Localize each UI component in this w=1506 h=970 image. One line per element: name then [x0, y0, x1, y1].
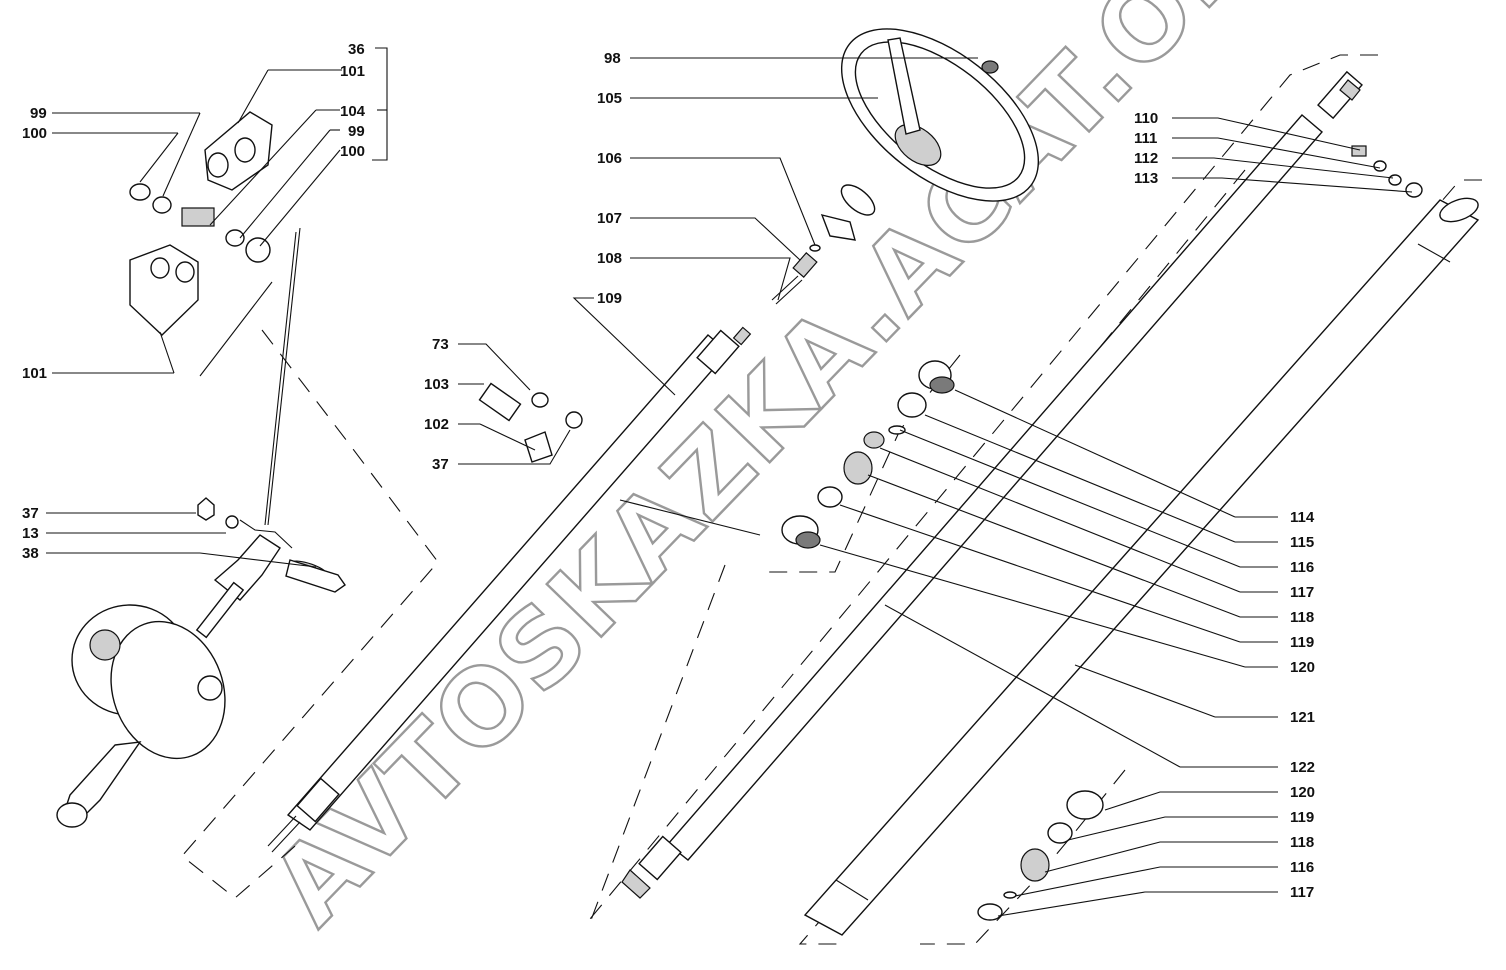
callout-117-lower: 117 [1290, 884, 1314, 901]
callout-103: 103 [424, 376, 449, 393]
callout-98: 98 [604, 50, 621, 67]
callout-116-upper: 116 [1290, 559, 1314, 576]
callout-118-lower: 118 [1290, 834, 1314, 851]
callout-labels: 36 101 104 99 100 99 100 101 37 13 38 73… [22, 41, 1315, 901]
leader-lines [46, 47, 1413, 917]
callout-106: 106 [597, 150, 622, 167]
steering-gearbox [56, 534, 330, 828]
callout-36: 36 [348, 41, 365, 58]
callout-37-mid: 37 [432, 456, 449, 473]
callout-102: 102 [424, 416, 449, 433]
steering-wheel-105 [840, 28, 1040, 202]
callout-99-left: 99 [30, 105, 47, 122]
callout-117-upper: 117 [1290, 584, 1314, 601]
callout-13: 13 [22, 525, 39, 542]
callout-101-top: 101 [340, 63, 365, 80]
callout-116-lower: 116 [1290, 859, 1314, 876]
callout-110: 110 [1134, 110, 1158, 127]
callout-120-upper: 120 [1290, 659, 1315, 676]
callout-104: 104 [340, 103, 366, 120]
callout-111: 111 [1134, 130, 1157, 147]
callout-101-bottom: 101 [22, 365, 47, 382]
bolts-110-113 [1351, 145, 1423, 198]
callout-108: 108 [597, 250, 622, 267]
callout-109: 109 [597, 290, 622, 307]
callout-37-left: 37 [22, 505, 39, 522]
callout-100-right: 100 [340, 143, 365, 160]
parts [56, 28, 1480, 936]
callout-105: 105 [597, 90, 622, 107]
callout-115: 115 [1290, 534, 1314, 551]
column-tube-121 [803, 197, 1480, 936]
callout-119-lower: 119 [1290, 809, 1314, 826]
callout-122: 122 [1290, 759, 1315, 776]
horn-contact-parts [771, 184, 876, 305]
clamp-parts [478, 382, 583, 463]
callout-114: 114 [1290, 509, 1315, 526]
callout-121: 121 [1290, 709, 1315, 726]
callout-113: 113 [1134, 170, 1158, 187]
bushings-springs-upper [781, 360, 955, 549]
bushings-springs-lower [977, 790, 1104, 921]
pinch-bolt-parts [197, 497, 346, 593]
callout-112: 112 [1134, 150, 1158, 167]
callout-120-lower: 120 [1290, 784, 1315, 801]
callout-119-upper: 119 [1290, 634, 1314, 651]
callout-100-left: 100 [22, 125, 47, 142]
callout-99-right: 99 [348, 123, 365, 140]
column-shaft-109 [267, 326, 752, 853]
steering-shaft-122 [621, 70, 1363, 899]
callout-118-upper: 118 [1290, 609, 1314, 626]
callout-73: 73 [432, 336, 449, 353]
callout-107: 107 [597, 210, 622, 227]
upper-brackets [129, 111, 273, 336]
callout-38: 38 [22, 545, 39, 562]
